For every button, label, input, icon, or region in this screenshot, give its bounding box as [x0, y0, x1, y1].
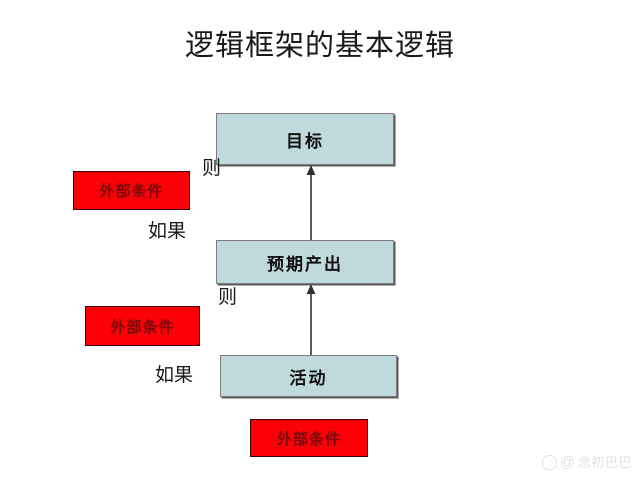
- connector-label-then-1: 则: [202, 158, 222, 179]
- arrow-up-activity-to-output: [305, 284, 317, 355]
- activity-box-label: 活动: [289, 368, 328, 388]
- page-title: 逻辑框架的基本逻辑: [184, 30, 455, 62]
- connector-label-if-1: 如果: [148, 221, 187, 242]
- activity-box[interactable]: 活动: [220, 355, 397, 397]
- connector-label-then-2: 则: [218, 287, 238, 308]
- paw-icon: [541, 455, 557, 470]
- watermark-text: 念初巴巴: [577, 455, 632, 470]
- watermark-at-symbol: @: [559, 454, 575, 471]
- external-condition-box-3[interactable]: 外部条件: [250, 419, 368, 457]
- arrow-up-output-to-goal: [305, 165, 317, 240]
- external-condition-box-2[interactable]: 外部条件: [85, 306, 200, 346]
- external-condition-box-1[interactable]: 外部条件: [73, 171, 190, 210]
- goal-box-label: 目标: [286, 131, 324, 151]
- external-condition-label-3: 外部条件: [276, 431, 341, 448]
- external-condition-label-2: 外部条件: [110, 319, 175, 336]
- connector-label-if-2: 如果: [155, 365, 194, 386]
- watermark: @ 念初巴巴: [541, 454, 632, 471]
- external-condition-label-1: 外部条件: [99, 184, 164, 200]
- expected-output-box[interactable]: 预期产出: [216, 240, 394, 284]
- goal-box[interactable]: 目标: [216, 113, 394, 165]
- expected-output-box-label: 预期产出: [267, 254, 343, 274]
